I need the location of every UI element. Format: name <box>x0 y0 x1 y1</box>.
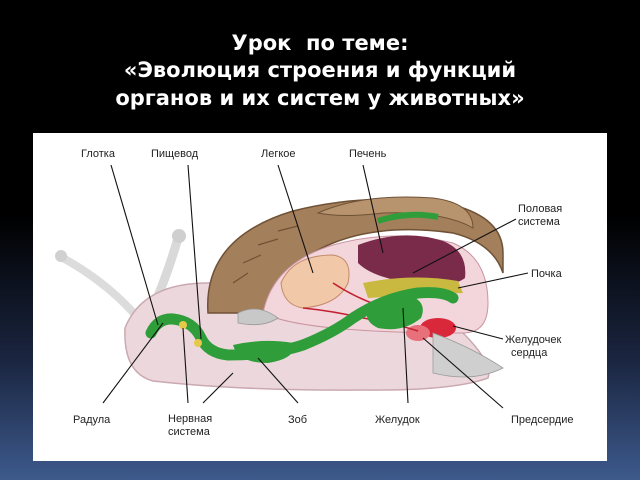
nerve-ganglion <box>179 321 187 329</box>
liver <box>358 235 466 285</box>
snail-anatomy-diagram: Глотка Пищевод Легкое Печень Половая сис… <box>55 148 573 438</box>
label-ventricle-2: сердца <box>511 347 548 359</box>
leader-stomach <box>402 307 409 404</box>
reproductive-gland <box>377 211 439 224</box>
shell <box>207 198 504 314</box>
leader-crop <box>257 357 299 404</box>
shell-ridges <box>232 225 299 284</box>
leader-lines <box>102 164 529 409</box>
title-line-3: органов и их систем у животных» <box>115 86 525 110</box>
label-atrium: Предсердие <box>511 414 573 426</box>
lower-tentacle-tip <box>55 250 67 262</box>
label-liver: Печень <box>349 148 387 160</box>
label-pharynx: Глотка <box>81 148 116 160</box>
leader-reproductive <box>412 218 517 274</box>
radula-organ <box>237 308 279 326</box>
leader-ventricle <box>452 325 504 340</box>
slide-title: Урок по теме: «Эволюция строения и функц… <box>0 30 640 112</box>
label-reproductive-1: Половая <box>518 203 562 215</box>
label-nervous-1: Нервная <box>168 413 212 425</box>
label-ventricle-1: Желудочек <box>505 334 561 346</box>
lower-tentacle <box>59 254 142 322</box>
label-esophagus: Пищевод <box>151 148 199 160</box>
label-stomach: Желудок <box>375 414 420 426</box>
leader-lung <box>277 164 314 274</box>
stomach <box>366 294 423 330</box>
title-line-1: Урок по теме: <box>231 31 409 55</box>
label-nervous-2: система <box>168 426 211 438</box>
label-kidney: Почка <box>531 268 563 280</box>
label-crop: Зоб <box>288 414 307 426</box>
leader-nervous-1 <box>182 327 189 404</box>
upper-tentacle-tip <box>172 229 186 243</box>
label-radula: Радула <box>73 414 111 426</box>
hatched-area <box>432 332 504 378</box>
crop <box>233 340 294 363</box>
title-line-2: «Эволюция строения и функций <box>123 58 517 82</box>
diagram-panel: Глотка Пищевод Легкое Печень Половая сис… <box>33 133 607 461</box>
nerve-ganglion <box>194 339 202 347</box>
leader-atrium <box>422 337 504 409</box>
heart-atrium <box>406 325 430 341</box>
leader-pharynx <box>110 164 159 326</box>
leader-liver <box>362 164 384 254</box>
leader-esophagus <box>187 164 202 340</box>
label-lung: Легкое <box>261 148 296 160</box>
shell-whorl <box>316 196 474 229</box>
leader-radula <box>102 322 164 404</box>
label-reproductive-2: система <box>518 216 561 228</box>
leader-kidney <box>457 272 529 289</box>
leader-nervous-2 <box>202 372 234 404</box>
